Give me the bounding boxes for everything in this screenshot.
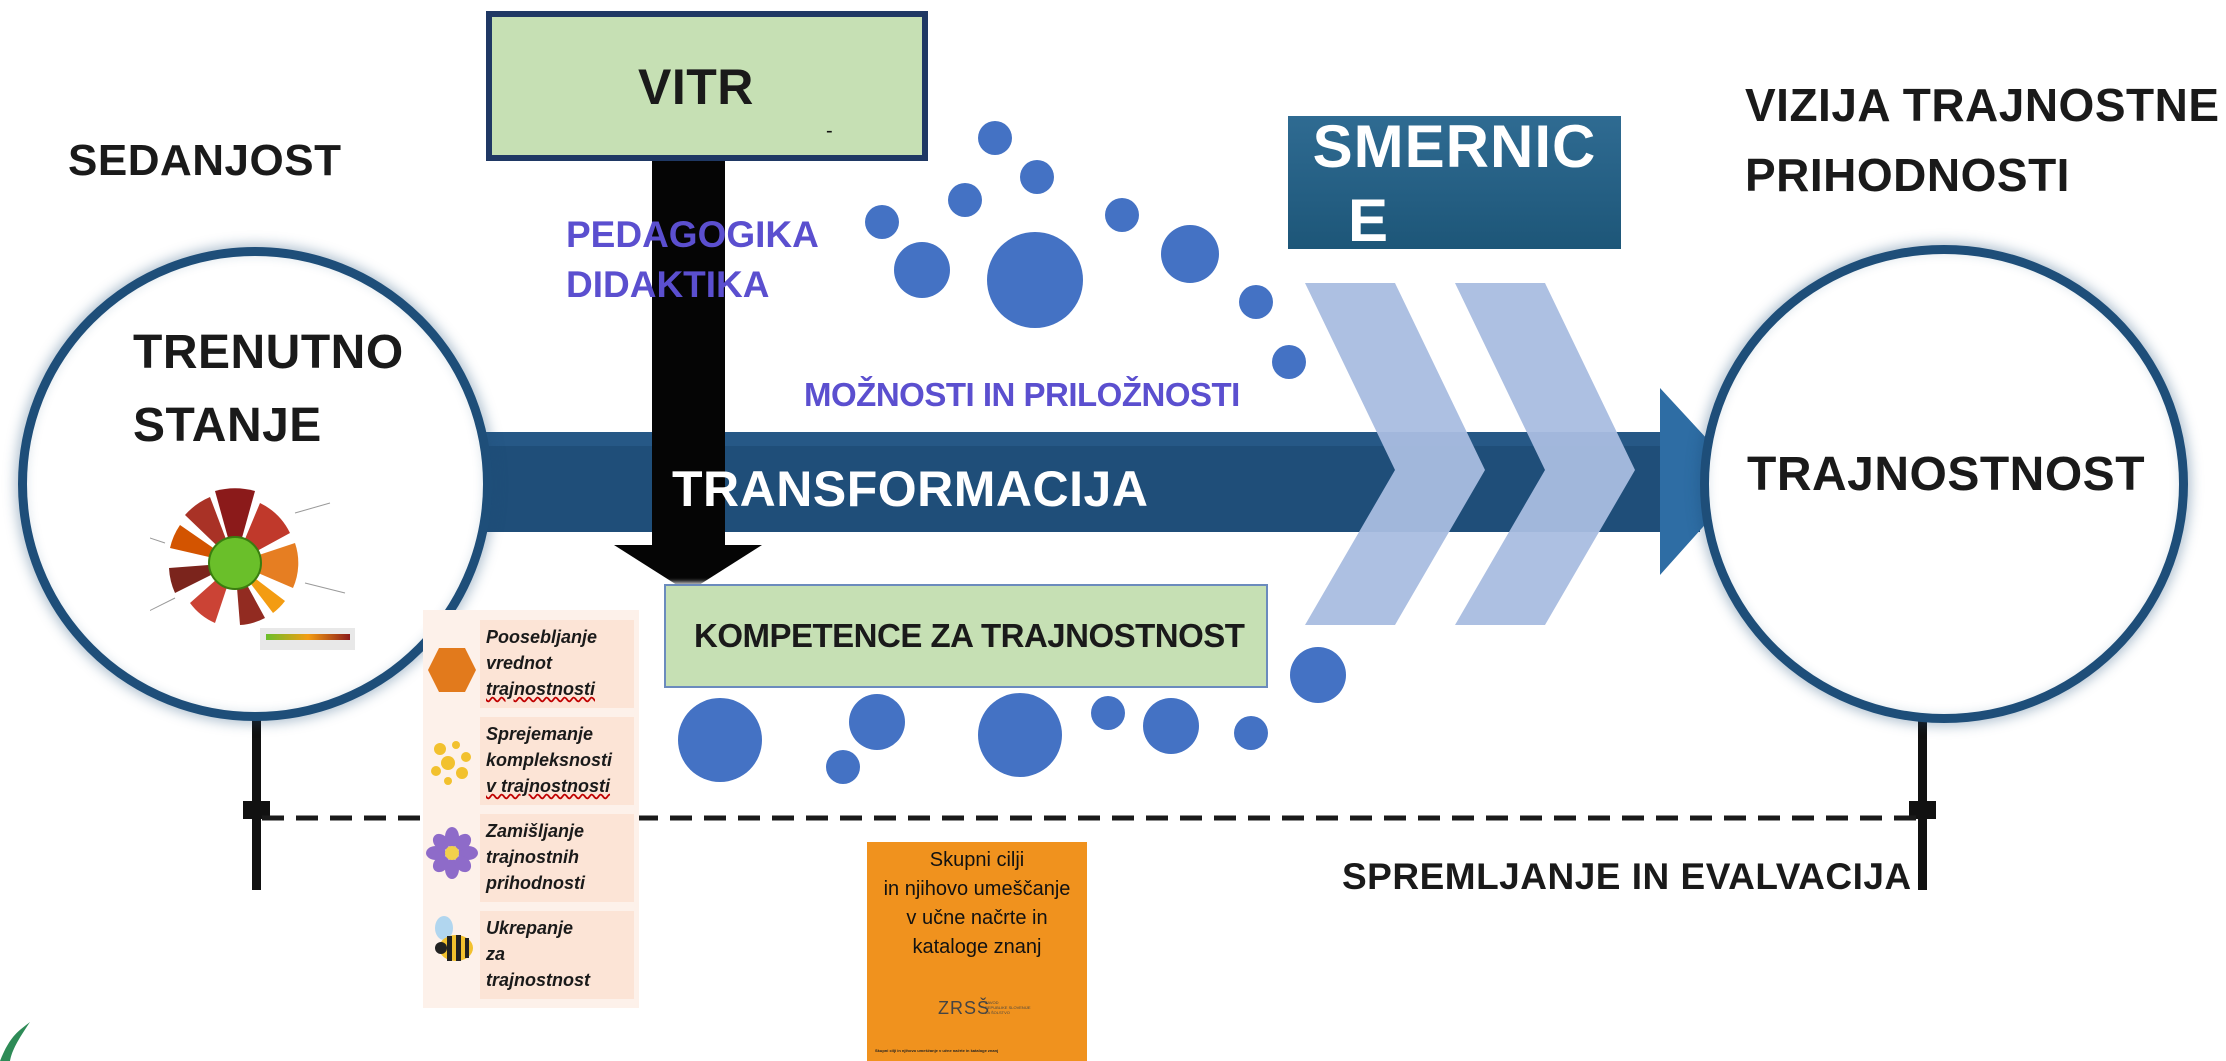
- vitr-down-arrow-head: [614, 545, 762, 592]
- competence-item-1: Poosebljanje vrednot trajnostnosti: [480, 620, 634, 708]
- transformacija-label: TRANSFORMACIJA: [672, 461, 1149, 517]
- smernice-label-line1: SMERNIC: [1312, 113, 1597, 180]
- didaktika-label: DIDAKTIKA: [566, 264, 770, 305]
- bubbles-top: [865, 121, 1306, 379]
- smernice-label-line2: E: [1347, 187, 1389, 254]
- chevron-1: [1305, 283, 1485, 625]
- moznosti-label: MOŽNOSTI IN PRILOŽNOSTI: [804, 376, 1240, 413]
- vitr-label: VITR: [638, 59, 754, 115]
- zrss-logo-subtitle: ZAVOD REPUBLIKE SLOVENIJE ZA ŠOLSTVO: [985, 1000, 1031, 1015]
- kompetence-label: KOMPETENCE ZA TRAJNOSTNOST: [694, 617, 1245, 654]
- vitr-box: [486, 11, 928, 161]
- competence-item-4: Ukrepanje za trajnostnost: [480, 911, 634, 999]
- trenutno-label-line1: TRENUTNO: [133, 326, 404, 379]
- competence-item-3: Zamišljanje trajnostnih prihodnosti: [480, 814, 634, 902]
- sustainability-circle: [1700, 245, 2188, 723]
- current-state-circle: [18, 247, 492, 721]
- document-title: Skupni cilji in njihovo umeščanje v učne…: [883, 849, 1071, 958]
- smernice-box: [1288, 116, 1621, 249]
- spremljanje-label: SPREMLJANJE IN EVALVACIJA: [1342, 856, 1912, 897]
- vitr-down-arrow-shaft: [652, 160, 725, 545]
- vizija-label-line2: PRIHODNOSTI: [1745, 149, 2070, 201]
- competence-item-2: Sprejemanje kompleksnosti v trajnostnost…: [480, 717, 634, 805]
- vitr-mark: -: [826, 120, 833, 142]
- vizija-label-line1: VIZIJA TRAJNOSTNE: [1745, 79, 2220, 131]
- flower-icon: [426, 827, 478, 879]
- chevron-2: [1455, 283, 1635, 625]
- trajnostnost-label: TRAJNOSTNOST: [1747, 448, 2146, 501]
- skupni-cilji-document: [867, 842, 1087, 1061]
- kompetence-box: [664, 584, 1268, 688]
- leaf-logo: [0, 1022, 30, 1061]
- polar-chart-thumbnail: [150, 488, 355, 650]
- document-footer: Skupni cilji in njihovo umeščanje v učne…: [875, 1048, 999, 1053]
- bubbles-bottom: [678, 647, 1346, 784]
- zrss-logo: ZRSŠ: [938, 998, 991, 1018]
- sedanjost-label: SEDANJOST: [68, 136, 342, 185]
- pedagogika-label: PEDAGOGIKA: [566, 214, 819, 255]
- bee-icon: [435, 916, 473, 961]
- hexagon-icon: [428, 648, 476, 692]
- dots-cluster-icon: [431, 741, 471, 785]
- trenutno-label-line2: STANJE: [133, 399, 322, 452]
